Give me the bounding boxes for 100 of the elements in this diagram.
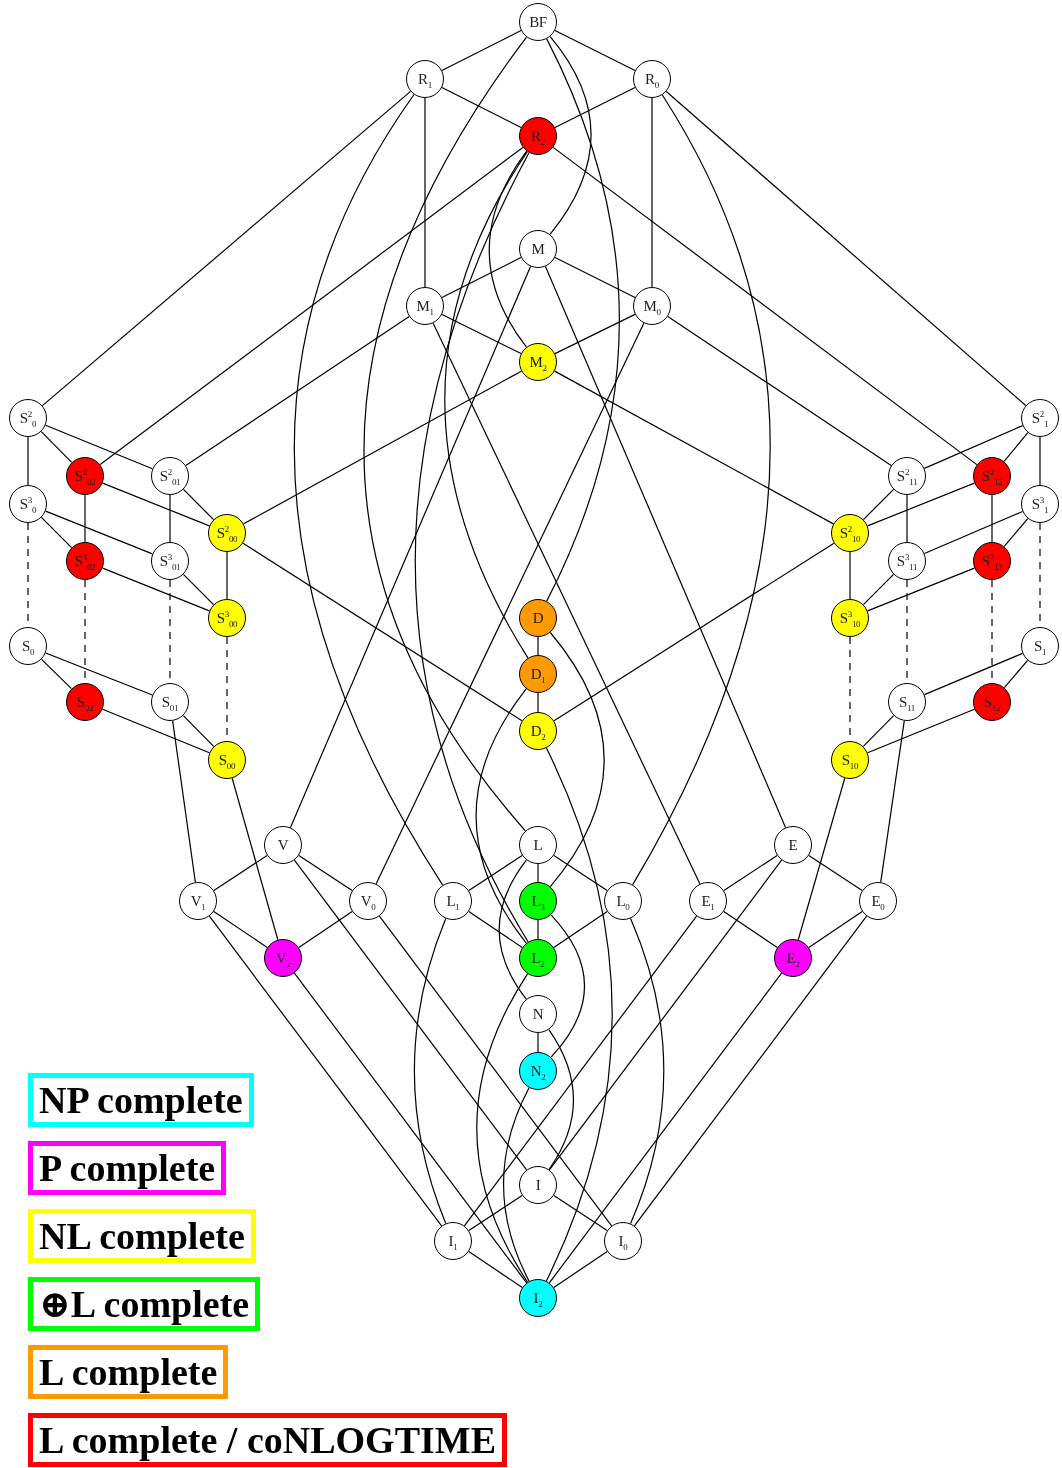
lattice-edge xyxy=(862,714,895,748)
lattice-edge xyxy=(554,29,636,72)
node-label: V$_{0}$ xyxy=(360,893,376,909)
lattice-edge xyxy=(554,86,636,129)
lattice-edge xyxy=(182,488,215,521)
node-label: E xyxy=(788,837,798,853)
lattice-edge xyxy=(537,1032,539,1053)
lattice-node xyxy=(406,60,444,98)
lattice-edge xyxy=(363,36,528,832)
lattice-edge xyxy=(548,859,783,1171)
lattice-node xyxy=(519,599,557,637)
lattice-edge xyxy=(550,914,586,1058)
lattice-edge xyxy=(537,863,539,883)
lattice-edge xyxy=(45,652,153,696)
lattice-edge xyxy=(553,1251,608,1288)
lattice-edge xyxy=(549,631,605,888)
node-label: L$_{3}$ xyxy=(531,893,545,909)
node-label: V xyxy=(277,837,289,853)
lattice-edge xyxy=(862,573,895,606)
lattice-node xyxy=(208,741,246,779)
node-label: M xyxy=(531,241,545,257)
node-label: V$_{1}$ xyxy=(190,893,206,909)
node-label: V$_{2}$ xyxy=(275,950,291,966)
legend-label: P complete xyxy=(39,1149,216,1187)
lattice-edge xyxy=(441,313,522,355)
node-label: D xyxy=(532,610,544,626)
lattice-edge xyxy=(502,1087,530,1282)
lattice-edge xyxy=(414,152,530,943)
lattice-node xyxy=(179,882,217,920)
lattice-node xyxy=(519,712,557,750)
lattice-edge xyxy=(498,859,527,1000)
node-label: S$_{1}$ xyxy=(1033,638,1047,654)
lattice-node xyxy=(633,287,671,325)
lattice-node xyxy=(519,1166,557,1204)
node-label: S$_{11}$ xyxy=(898,694,916,710)
node-label: S$_{02}$ xyxy=(76,694,94,710)
lattice-edge xyxy=(413,917,447,1225)
lattice-node xyxy=(519,655,557,693)
lattice-edge xyxy=(432,322,701,885)
lattice-node xyxy=(519,1052,557,1090)
lattice-node xyxy=(519,939,557,977)
lattice-node xyxy=(1021,399,1059,437)
lattice-edge xyxy=(40,516,73,549)
lattice-edge xyxy=(906,494,908,543)
lattice-node xyxy=(831,599,869,637)
lattice-edge xyxy=(880,720,905,883)
node-label: S$_{0}$ xyxy=(21,638,35,654)
lattice-node xyxy=(66,457,104,495)
lattice-edge xyxy=(651,97,653,288)
lattice-node xyxy=(774,939,812,977)
lattice-edge xyxy=(172,720,196,883)
lattice-node xyxy=(519,995,557,1033)
lattice-edge xyxy=(45,424,153,470)
lattice-edge xyxy=(723,854,778,892)
lattice-node xyxy=(519,230,557,268)
lattice-edge xyxy=(549,35,592,235)
legend-label: L complete xyxy=(39,1353,218,1391)
lattice-edge xyxy=(537,636,539,656)
lattice-node xyxy=(973,457,1011,495)
lattice-edge xyxy=(537,692,539,713)
legend-label: ⊕L complete xyxy=(39,1285,250,1323)
lattice-edge xyxy=(488,150,528,348)
lattice-node xyxy=(66,683,104,721)
lattice-node xyxy=(349,882,387,920)
node-label: D$_{1}$ xyxy=(530,666,546,682)
node-label: I xyxy=(535,1177,541,1193)
lattice-edge xyxy=(378,915,613,1227)
node-label: D$_{2}$ xyxy=(530,723,546,739)
lattice-node xyxy=(208,514,246,552)
lattice-node xyxy=(9,485,47,523)
node-label: E$_{0}$ xyxy=(871,893,885,909)
lattice-edge xyxy=(27,436,29,486)
lattice-node xyxy=(604,1222,642,1260)
lattice-node xyxy=(9,399,47,437)
lattice-edge xyxy=(633,915,868,1227)
lattice-edge xyxy=(40,658,73,690)
lattice-node xyxy=(831,741,869,779)
lattice-node xyxy=(151,542,189,580)
lattice-node xyxy=(264,939,302,977)
lattice-edge xyxy=(441,29,522,72)
lattice-edge xyxy=(553,854,608,892)
node-label: I$_{2}$ xyxy=(533,1290,543,1306)
lattice-edge xyxy=(1003,659,1029,689)
lattice-edge xyxy=(41,90,412,407)
lattice-edge xyxy=(553,911,608,948)
lattice-edge xyxy=(441,86,522,129)
lattice-node xyxy=(151,683,189,721)
node-label: R$_{2}$ xyxy=(531,128,545,144)
node-label: S$_{01}$ xyxy=(161,694,179,710)
lattice-node xyxy=(859,882,897,920)
lattice-edge xyxy=(182,714,215,748)
lattice-edge xyxy=(554,370,834,525)
lattice-node xyxy=(973,683,1011,721)
lattice-edge xyxy=(545,747,613,1282)
lattice-edge xyxy=(441,256,522,299)
lattice-edge xyxy=(231,777,279,941)
lattice-edge xyxy=(1039,436,1041,486)
lattice-edge xyxy=(444,151,529,659)
node-label: L xyxy=(533,837,543,853)
node-label: I$_{1}$ xyxy=(448,1233,458,1249)
